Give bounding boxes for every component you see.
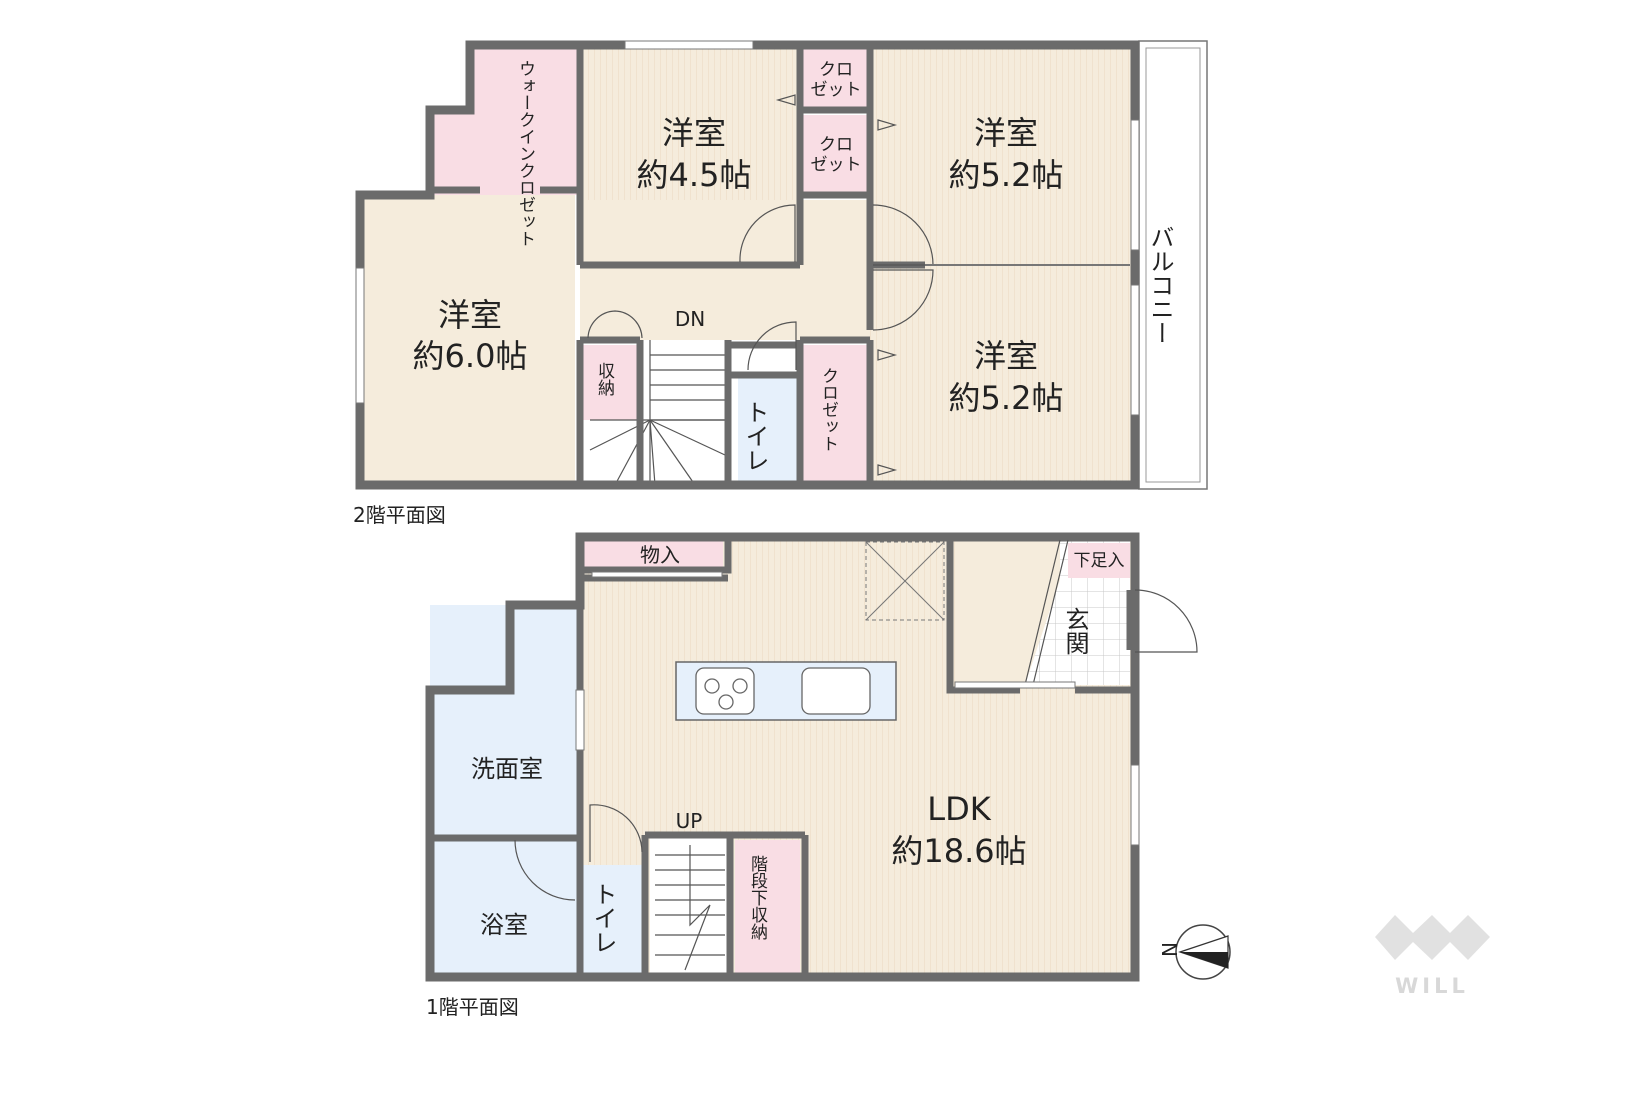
shoe-storage-label: 下足入 xyxy=(1074,551,1125,571)
door-se-room xyxy=(872,269,934,331)
storage-label: 収納 xyxy=(594,362,615,397)
closet-c-floor xyxy=(803,345,870,485)
door-bathroom xyxy=(514,839,576,901)
compass-icon: N xyxy=(1157,924,1231,980)
door-north-room xyxy=(739,204,796,263)
room-se-floor xyxy=(870,265,1135,485)
storage-top-label: 物入 xyxy=(640,543,680,567)
stairs-up-label: UP xyxy=(676,809,703,833)
door-toilet-1f xyxy=(589,804,643,862)
toilet-1f-floor xyxy=(583,865,643,975)
kitchen-island xyxy=(675,661,897,721)
room-ne-name: 洋室 xyxy=(974,114,1038,152)
shoe-storage-floor xyxy=(1068,543,1130,578)
closet-a-label-2: ゼット xyxy=(811,80,862,100)
room-west-size: 約6.0帖 xyxy=(413,337,528,375)
windows-1f xyxy=(575,571,1140,846)
void-box xyxy=(865,541,945,621)
windows-2f xyxy=(355,40,1140,416)
balcony-label: バルコニー xyxy=(1146,225,1174,345)
toilet-2f-label: トイレ xyxy=(741,400,769,472)
closet-c-label: クロゼット xyxy=(818,367,838,452)
floor1-caption: 1階平面図 xyxy=(426,995,519,1019)
closet-a-label-1: クロ xyxy=(819,60,853,80)
under-stairs-label: 階段下収納 xyxy=(747,855,768,941)
stairs-1f xyxy=(655,845,725,971)
floor2-plan: ウォークインクロゼット 洋室 約6.0帖 洋室 約4.5帖 洋室 約5.2帖 洋… xyxy=(353,40,1208,527)
floor2-caption: 2階平面図 xyxy=(353,503,446,527)
door-ne-room xyxy=(872,204,934,266)
stairs-2f xyxy=(589,340,726,486)
logo-mark-icon xyxy=(1375,915,1490,960)
closet-a-floor xyxy=(800,45,870,110)
floor1-plan: 物入 下足入 玄関 洗面室 浴室 トイレ 階段下収納 LDK 約18.6帖 UP… xyxy=(425,532,1198,1019)
room-north-name: 洋室 xyxy=(662,114,726,152)
will-logo: WILL xyxy=(1375,915,1490,998)
room-west-floor xyxy=(360,195,575,485)
toilet-1f-label: トイレ xyxy=(589,882,617,954)
under-stairs-floor xyxy=(735,840,800,975)
toilet2-floor xyxy=(738,375,798,485)
room-se-name: 洋室 xyxy=(974,337,1038,375)
door-toilet-2f xyxy=(747,321,797,371)
room-ne-size: 約5.2帖 xyxy=(949,156,1064,194)
entrance-label: 玄関 xyxy=(1061,607,1089,655)
closet-b-label-2: ゼット xyxy=(811,155,862,175)
room-north-size: 約4.5帖 xyxy=(637,156,752,194)
room-west-name: 洋室 xyxy=(438,296,502,334)
door-entrance xyxy=(1134,589,1198,653)
compass-label: N xyxy=(1157,942,1181,957)
bathroom-label: 浴室 xyxy=(480,911,528,939)
sink-icon xyxy=(801,667,871,715)
door-storage-2f xyxy=(587,310,643,339)
bathroom-floor xyxy=(430,840,580,975)
logo-text: WILL xyxy=(1395,974,1469,998)
closet-b-label-1: クロ xyxy=(819,135,853,155)
ldk-name: LDK xyxy=(927,790,991,828)
ldk-size: 約18.6帖 xyxy=(891,832,1026,870)
outer-wall-1f xyxy=(425,532,1140,982)
walkin-closet-floor xyxy=(470,45,580,115)
closet-b-floor xyxy=(800,115,870,195)
room-se-size: 約5.2帖 xyxy=(949,379,1064,417)
washroom-label: 洗面室 xyxy=(471,755,543,783)
washroom-floor xyxy=(430,605,580,835)
stairs-dn-label: DN xyxy=(675,307,705,331)
room-ne-floor xyxy=(870,45,1135,265)
storage-top-floor xyxy=(583,540,723,570)
hall-floor xyxy=(580,200,870,340)
walkin-closet-label: ウォークインクロゼット xyxy=(515,60,535,247)
outer-wall-2f xyxy=(355,40,1140,490)
balcony-area xyxy=(1138,40,1208,490)
